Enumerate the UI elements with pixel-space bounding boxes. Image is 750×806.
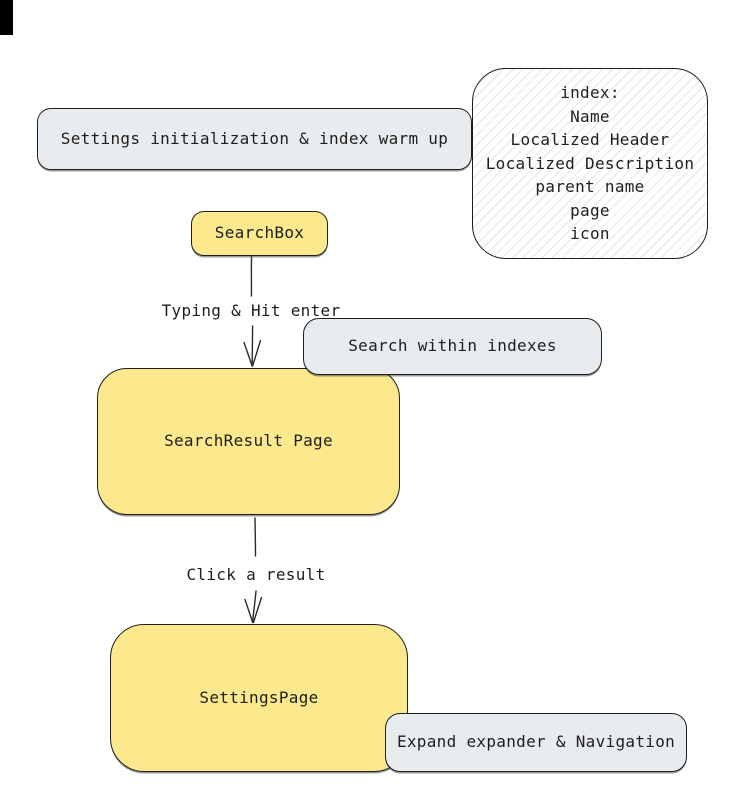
edge-label-click-a-result: Click a result bbox=[156, 565, 356, 584]
node-searchresult-page: SearchResult Page bbox=[97, 368, 400, 515]
arrowhead-right bbox=[251, 339, 262, 367]
arrowhead-left bbox=[243, 341, 253, 367]
node-expand-expander-navigation: Expand expander & Navigation bbox=[385, 713, 687, 772]
note-line: icon bbox=[570, 224, 610, 244]
note-index-fields: index: Name Localized Header Localized D… bbox=[472, 68, 708, 259]
arrow-searchresult-to-settingspage-upper bbox=[254, 517, 257, 557]
node-label: Expand expander & Navigation bbox=[396, 732, 676, 752]
edge-label-typing-hit-enter: Typing & Hit enter bbox=[151, 301, 351, 320]
note-line: parent name bbox=[535, 177, 645, 197]
edge-label-text: Click a result bbox=[186, 565, 326, 584]
note-line: Name bbox=[570, 106, 610, 126]
node-label: SettingsPage bbox=[199, 687, 319, 707]
note-line: Localized Description bbox=[485, 153, 695, 173]
arrow-searchresult-to-settingspage-lower bbox=[252, 590, 257, 622]
note-line: index: bbox=[560, 83, 620, 103]
note-line: page bbox=[570, 200, 610, 220]
node-label: SearchBox bbox=[214, 223, 305, 243]
node-settings-initialization: Settings initialization & index warm up bbox=[37, 108, 472, 170]
note-index-lines: index: Name Localized Header Localized D… bbox=[486, 81, 695, 246]
node-label: SearchResult Page bbox=[164, 431, 333, 451]
note-line: Localized Header bbox=[510, 130, 670, 150]
node-label: Search within indexes bbox=[348, 336, 557, 356]
node-label: Settings initialization & index warm up bbox=[60, 128, 449, 148]
node-searchbox: SearchBox bbox=[191, 211, 328, 256]
arrowhead-left bbox=[244, 598, 254, 624]
node-search-within-indexes: Search within indexes bbox=[303, 318, 602, 375]
arrowhead-right bbox=[252, 596, 263, 624]
edge-label-text: Typing & Hit enter bbox=[161, 301, 341, 320]
corner-black-mark bbox=[0, 0, 13, 35]
node-settingspage: SettingsPage bbox=[110, 624, 408, 772]
